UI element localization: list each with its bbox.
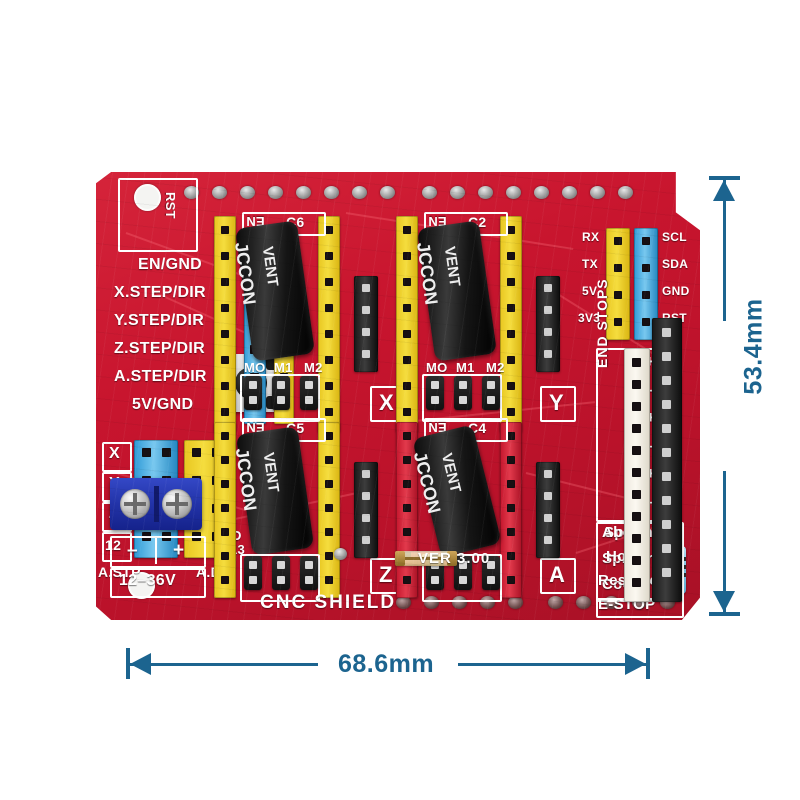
reset-silk-outline (118, 178, 198, 252)
socket-y-endstop-header[interactable] (536, 276, 560, 372)
pin-label-en-gnd: EN/GND (138, 256, 203, 273)
dim-arrow-up (713, 180, 735, 201)
socket-y-capacitor: JCCON VENT (413, 220, 498, 362)
serial-label-rx: RX (582, 230, 600, 244)
socket-y-m1-label: M1 (456, 360, 475, 375)
socket-x-jumper-silkbox (240, 374, 320, 422)
terminal-screw-plus[interactable] (162, 489, 192, 519)
serial-yellow-header[interactable] (606, 228, 630, 340)
socket-y-m2-label: M2 (486, 360, 505, 375)
capacitor-vent-text: VENT (437, 451, 465, 495)
socket-z-capacitor: JCCON VENT (232, 426, 315, 556)
dim-cap-right (646, 648, 650, 679)
socket-x-right-rail[interactable] (318, 216, 340, 432)
socket-z-axis-label: Z (379, 562, 393, 587)
socket-a-axis-box (540, 558, 576, 594)
socket-z-jumper-m2[interactable] (300, 556, 318, 590)
mounting-hole (128, 572, 155, 599)
pin-label-5v-gnd: 5V/GND (132, 396, 194, 413)
mounting-hole (134, 184, 161, 211)
socket-x-m2-label: M2 (304, 360, 323, 375)
socket-a-jumper-m1[interactable] (454, 556, 472, 590)
socket-a-jumper-silkbox (422, 554, 502, 602)
socket-y-right-rail[interactable] (500, 216, 522, 432)
endstop-black-header[interactable] (652, 318, 682, 602)
socket-x-m1-label: M1 (274, 360, 293, 375)
socket-z-jumper-silkbox (240, 554, 320, 602)
axis-label-12: 12 (105, 537, 122, 553)
socket-y-jumper-m2[interactable] (482, 376, 500, 410)
capacitor-vent-text: VENT (259, 451, 283, 494)
capacitor-vent-text: VENT (258, 245, 282, 288)
voltage-rating-label: 12–36V (119, 572, 176, 589)
capacitor-vent-text: VENT (440, 245, 464, 288)
serial-label-3v3: 3V3 (578, 311, 601, 325)
socket-z-right-rail[interactable] (318, 422, 340, 598)
socket-z-endstop-header[interactable] (354, 462, 378, 558)
socket-a-capacitor: JCCON VENT (410, 424, 502, 558)
terminal-label-plus: + (173, 540, 185, 561)
terminal-screw-minus[interactable] (120, 489, 150, 519)
socket-x-left-rail[interactable] (214, 216, 236, 432)
pin-label-z-step-dir: Z.STEP/DIR (114, 340, 206, 357)
socket-x-jumper-m0[interactable] (244, 376, 262, 410)
socket-y-m0-label: MO (426, 360, 448, 375)
socket-y-left-rail[interactable] (396, 216, 418, 432)
dim-arrow-right (625, 653, 646, 675)
socket-a-right-rail[interactable] (500, 422, 522, 598)
board-wordmark: CNC SHIELD (260, 592, 397, 613)
socket-y-axis-box (540, 386, 576, 422)
socket-y-axis-label: Y (549, 390, 564, 415)
socket-y-jumper-m1[interactable] (454, 376, 472, 410)
socket-z-jumper-m1[interactable] (272, 556, 290, 590)
pin-label-y-step-dir: Y.STEP/DIR (114, 312, 205, 329)
version-label: VER 3.00 (418, 550, 491, 567)
serial-label-gnd: GND (662, 284, 690, 298)
socket-x-jumper-m1[interactable] (272, 376, 290, 410)
fuse-pad (334, 548, 347, 560)
voltage-rating-box (110, 568, 206, 598)
power-polarity-box (110, 536, 206, 568)
socket-a-jumper-m2[interactable] (482, 556, 500, 590)
serial-label-tx: TX (582, 257, 598, 271)
terminal-label-minus: – (127, 540, 138, 561)
dimension-width-label: 68.6mm (332, 648, 441, 681)
pin-label-x-step-dir: X.STEP/DIR (114, 284, 206, 301)
socket-y-jumper-silkbox (422, 374, 502, 422)
serial-label-scl: SCL (662, 230, 687, 244)
dim-line-horizontal-left (128, 663, 318, 666)
label-d: D (232, 528, 242, 543)
socket-z-jumper-m0[interactable] (244, 556, 262, 590)
power-screw-terminal[interactable] (110, 478, 202, 530)
socket-a-axis-label: A (549, 562, 566, 587)
serial-label-sda: SDA (662, 257, 689, 271)
socket-x-axis-label: X (379, 390, 394, 415)
socket-y-jumper-m0[interactable] (426, 376, 444, 410)
socket-z-left-rail[interactable] (214, 422, 236, 598)
socket-x-jumper-m2[interactable] (300, 376, 318, 410)
pin-label-a-step-dir: A.STEP/DIR (114, 368, 207, 385)
axis-label-x: X (109, 445, 120, 462)
dim-arrow-down (713, 591, 735, 612)
socket-a-endstop-header[interactable] (536, 462, 560, 558)
fuse (395, 551, 457, 566)
dim-line-vertical-upper (723, 176, 726, 321)
socket-x-m0-label: MO (244, 360, 266, 375)
serial-label-5v: 5V (582, 284, 598, 298)
dimension-height-label: 53.4mm (737, 292, 771, 401)
reset-label: RST (163, 192, 178, 219)
socket-x-endstop-header[interactable] (354, 276, 378, 372)
endstop-white-header[interactable] (624, 348, 650, 602)
dim-line-vertical-lower (723, 471, 726, 616)
end-stops-group-label: END STOPS (594, 278, 610, 368)
dim-arrow-left (130, 653, 151, 675)
dim-line-horizontal-right (458, 663, 648, 666)
